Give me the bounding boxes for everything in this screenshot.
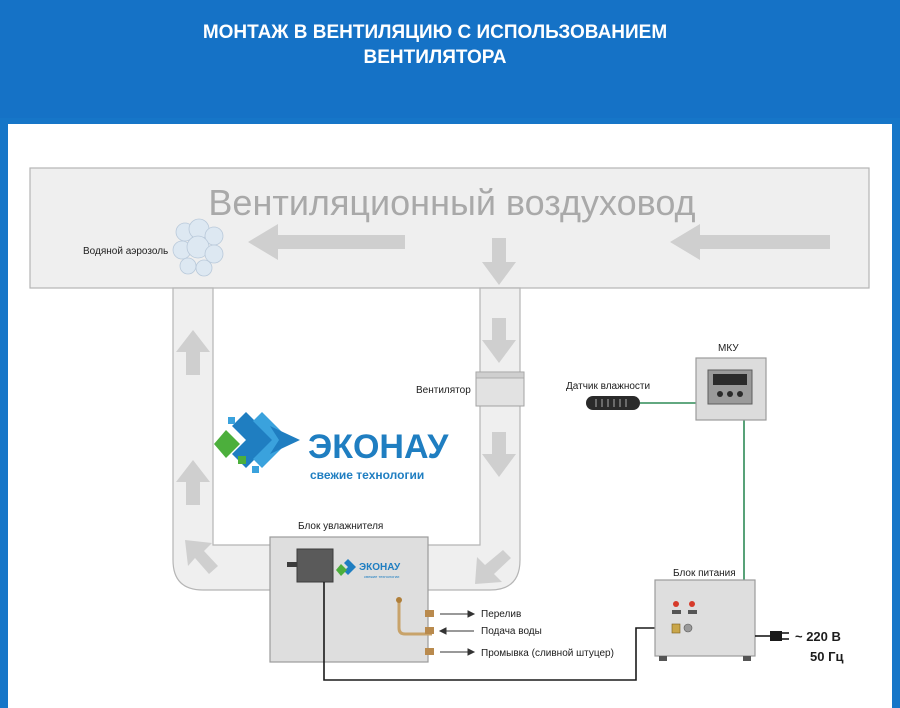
humidifier-unit: [269, 536, 429, 663]
psu-knob-icon: [683, 623, 693, 633]
title-line-2: ВЕНТИЛЯТОРА: [363, 47, 507, 68]
small-brand-logo: ЭКОНАУ свежие технологии: [336, 559, 401, 579]
brand-logo: ЭКОНАУ свежие технологии: [214, 412, 449, 482]
sensor-label: Датчик влажности: [566, 381, 650, 392]
mku-button-icon: [717, 391, 723, 397]
humidifier-label: Блок увлажнителя: [298, 521, 383, 532]
overflow-tube-end: [396, 597, 402, 603]
psu-terminal-icon: [671, 623, 681, 634]
overflow-label: Перелив: [481, 609, 521, 620]
fan-flange: [475, 371, 525, 379]
fan-label: Вентилятор: [416, 385, 471, 396]
mku-button-icon: [727, 391, 733, 397]
water-supply-fitting-icon: [425, 627, 434, 634]
header-banner: МОНТАЖ В ВЕНТИЛЯЦИЮ С ИСПОЛЬЗОВАНИЕМ ВЕН…: [0, 0, 900, 118]
sensor-vents: [595, 399, 627, 407]
connector-icon: [287, 562, 297, 567]
arrow-up-icon: [176, 330, 210, 375]
indicator-light-icon: [689, 601, 695, 607]
arrow-diagonal-icon: [185, 540, 218, 574]
psu-switch-icon: [688, 610, 697, 614]
psu-foot: [743, 656, 751, 661]
psu-switch-icon: [672, 610, 681, 614]
arrow-up-icon: [176, 460, 210, 505]
flush-fitting-icon: [425, 648, 434, 655]
power-cable: [323, 582, 655, 681]
indicator-light-icon: [673, 601, 679, 607]
water-supply-label: Подача воды: [481, 626, 542, 637]
arrow-left-icon: [670, 224, 830, 260]
psu-foot: [659, 656, 667, 661]
arrow-left-icon: [248, 224, 405, 260]
overflow-fitting-icon: [425, 610, 434, 617]
small-brand-name: ЭКОНАУ: [359, 562, 401, 573]
aerosol-label: Водяной аэрозоль: [83, 246, 168, 257]
airflow-arrows-loop: [176, 318, 516, 584]
title-line-1: МОНТАЖ В ВЕНТИЛЯЦИЮ С ИСПОЛЬЗОВАНИЕМ: [202, 22, 668, 43]
flush-label: Промывка (сливной штуцер): [481, 648, 614, 659]
brand-tagline: свежие технологии: [310, 468, 424, 482]
mku-display: [713, 374, 747, 385]
arrow-down-icon: [482, 318, 516, 363]
arrow-down-icon: [482, 432, 516, 477]
airflow-arrows-main: [248, 224, 830, 285]
ventilation-duct: [29, 167, 870, 289]
frequency-label: 50 Гц: [810, 649, 843, 664]
duct-label: Вентиляционный воздуховод: [208, 182, 695, 223]
power-supply-unit: [654, 579, 756, 657]
fitting-arrows: [438, 610, 476, 656]
power-unit-label: Блок питания: [673, 568, 736, 579]
brand-name: ЭКОНАУ: [308, 428, 449, 466]
plug-icon: [770, 631, 789, 641]
voltage-label: ~ 220 В: [795, 629, 841, 644]
arrow-down-icon: [482, 238, 516, 285]
page-title: МОНТАЖ В ВЕНТИЛЯЦИЮ С ИСПОЛЬЗОВАНИЕМ ВЕН…: [0, 20, 870, 70]
small-brand-tagline: свежие технологии: [364, 574, 399, 579]
brand-logo-icon: [214, 412, 300, 473]
overflow-tube: [397, 600, 432, 636]
arrow-diagonal-icon: [475, 550, 511, 584]
control-box: [296, 548, 334, 583]
mku-label: МКУ: [718, 343, 739, 354]
aerosol-cloud-icon: [172, 218, 224, 277]
water-fittings: [425, 610, 434, 655]
mku-button-icon: [737, 391, 743, 397]
